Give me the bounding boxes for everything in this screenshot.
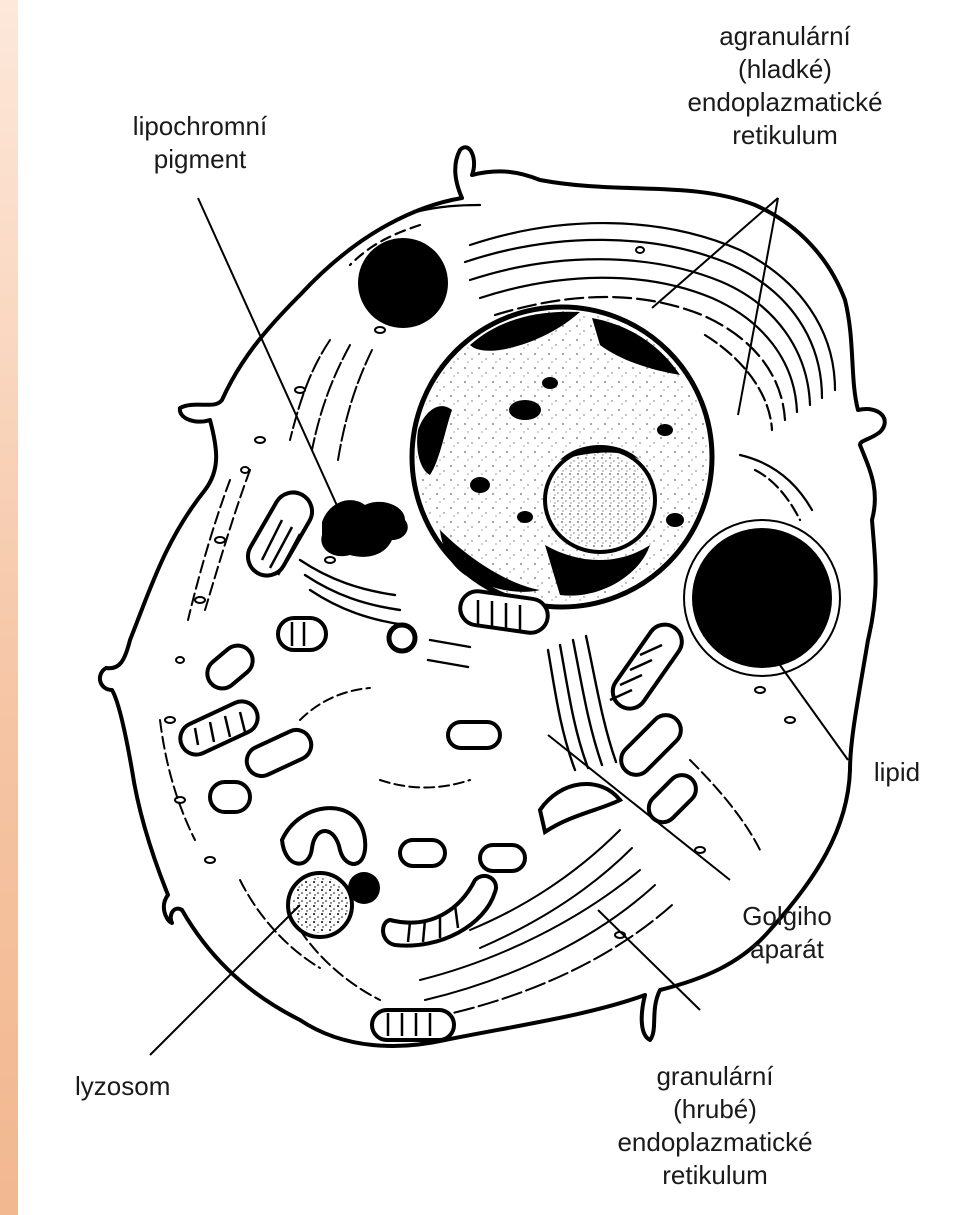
mitochondrion — [448, 722, 500, 748]
label-line: endoplazmatické — [640, 86, 930, 119]
label-agranular-er: agranulární (hladké) endoplazmatické ret… — [640, 20, 930, 152]
label-lysosome: lyzosom — [75, 1070, 225, 1103]
mitochondrion — [210, 782, 250, 812]
label-line: endoplazmatické — [570, 1126, 860, 1159]
label-line: (hladké) — [640, 53, 930, 86]
label-line: pigment — [95, 143, 305, 176]
label-golgi: Golgiho aparát — [722, 900, 852, 966]
mitochondrion — [400, 840, 445, 866]
lipid-droplet — [684, 520, 840, 676]
label-line: retikulum — [640, 119, 930, 152]
mitochondrion — [278, 618, 326, 650]
nucleus — [412, 307, 712, 607]
label-line: agranulární — [640, 20, 930, 53]
vesicle-ring — [389, 625, 415, 651]
label-granular-er: granulární (hrubé) endoplazmatické retik… — [570, 1060, 860, 1192]
label-line: lipid — [862, 756, 932, 789]
label-line: lyzosom — [75, 1070, 225, 1103]
label-line: aparát — [722, 933, 852, 966]
label-line: (hrubé) — [570, 1093, 860, 1126]
label-line: lipochromní — [95, 110, 305, 143]
upper-lipid-droplet — [358, 238, 448, 328]
mitochondrion — [372, 1010, 454, 1040]
label-line: granulární — [570, 1060, 860, 1093]
label-line: retikulum — [570, 1159, 860, 1192]
label-line: Golgiho — [722, 900, 852, 933]
mitochondrion — [480, 845, 525, 871]
label-lipid: lipid — [862, 756, 932, 789]
label-lipochrome-pigment: lipochromní pigment — [95, 110, 305, 176]
